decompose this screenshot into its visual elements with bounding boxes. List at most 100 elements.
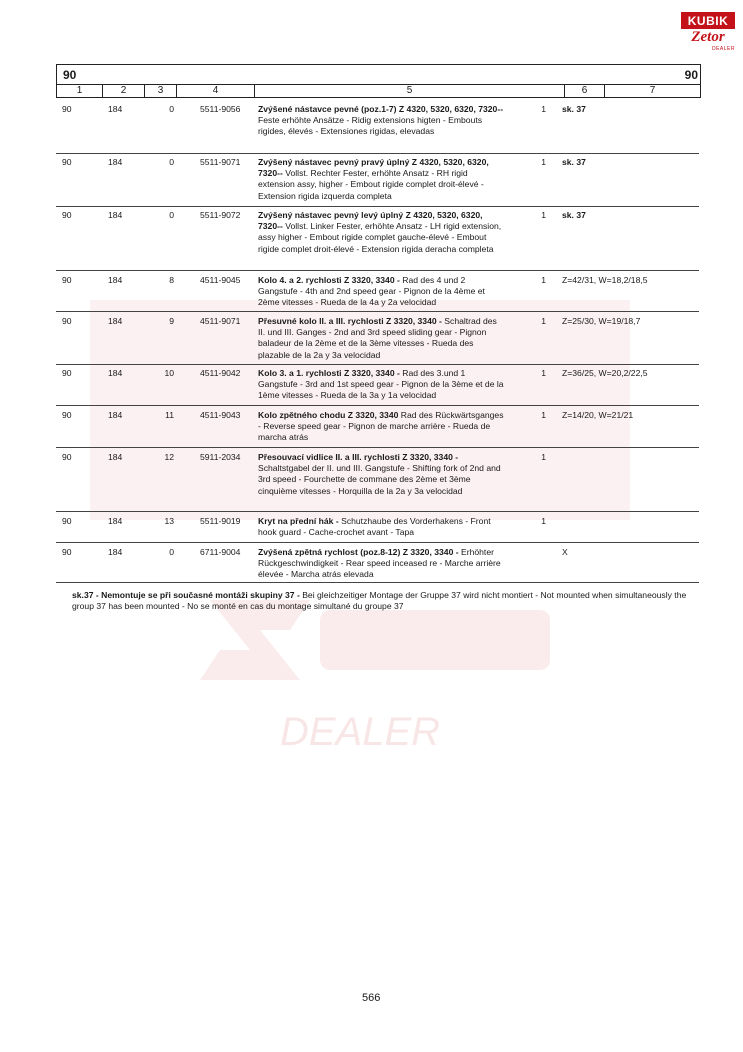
page-number: 566 — [362, 992, 381, 1004]
cell-group: 90 — [62, 157, 72, 167]
footnote-text: Bei gleichzeitiger Montage der Gruppe 37… — [72, 590, 687, 611]
cell-group: 90 — [62, 368, 72, 378]
column-header-3: 3 — [145, 85, 177, 97]
cell-description: Zvýšený nástavec pevný levý úplný Z 4320… — [258, 210, 506, 255]
group-number-left: 90 — [63, 68, 77, 82]
row-divider — [56, 542, 699, 543]
row-divider — [56, 270, 699, 271]
column-header-5: 5 — [255, 85, 565, 97]
cell-note: Z=25/30, W=19/18,7 — [562, 316, 641, 326]
cell-description: Kolo zpětného chodu Z 3320, 3340 Rad des… — [258, 410, 506, 444]
cell-quantity: 1 — [541, 275, 546, 285]
logo-dealer-text: DEALER — [711, 46, 735, 52]
group-header: 90 90 — [56, 64, 701, 85]
cell-part-number: 5911-2034 — [200, 452, 241, 462]
cell-quantity: 1 — [541, 410, 546, 420]
cell-note: sk. 37 — [562, 104, 586, 114]
row-divider — [56, 364, 699, 365]
table-bottom-rule — [56, 582, 699, 583]
cell-position: 13 — [164, 516, 174, 526]
cell-note: Z=36/25, W=20,2/22,5 — [562, 368, 648, 378]
column-header-4: 4 — [177, 85, 255, 97]
description-title: Přesouvací vidlice II. a III. rychlosti … — [258, 452, 459, 462]
cell-quantity: 1 — [541, 368, 546, 378]
group-number-right: 90 — [684, 68, 698, 82]
cell-group: 90 — [62, 516, 72, 526]
cell-part-number: 4511-9071 — [200, 316, 241, 326]
row-divider — [56, 405, 699, 406]
cell-note: Z=42/31, W=18,2/18,5 — [562, 275, 648, 285]
cell-group: 90 — [62, 410, 72, 420]
row-divider — [56, 153, 699, 154]
cell-part-number: 5511-9071 — [200, 157, 241, 167]
cell-table: 184 — [108, 368, 123, 378]
cell-position: 12 — [164, 452, 174, 462]
description-text: Schaltstgabel der II. und III. Gangstufe… — [258, 463, 501, 496]
cell-table: 184 — [108, 275, 123, 285]
description-text: Vollst. Linker Fester, erhöhte Ansatz - … — [258, 221, 502, 254]
cell-description: Zvýšená zpětná rychlost (poz.8-12) Z 332… — [258, 547, 506, 581]
cell-group: 90 — [62, 275, 72, 285]
cell-position: 0 — [169, 104, 174, 114]
cell-table: 184 — [108, 157, 123, 167]
cell-table: 184 — [108, 516, 123, 526]
cell-part-number: 5511-9019 — [200, 516, 241, 526]
cell-part-number: 4511-9043 — [200, 410, 241, 420]
column-header-1: 1 — [57, 85, 103, 97]
logo-kubik-text: KUBIK — [681, 12, 735, 29]
cell-description: Kryt na přední hák - Schutzhaube des Vor… — [258, 516, 506, 538]
cell-group: 90 — [62, 452, 72, 462]
cell-position: 9 — [169, 316, 174, 326]
cell-position: 0 — [169, 547, 174, 557]
cell-table: 184 — [108, 316, 123, 326]
column-header-row: 1 2 3 4 5 6 7 — [56, 84, 701, 98]
cell-description: Zvýšený nástavec pevný pravý úplný Z 432… — [258, 157, 506, 202]
cell-group: 90 — [62, 210, 72, 220]
cell-description: Přesuvné kolo II. a III. rychlosti Z 332… — [258, 316, 506, 361]
row-divider — [56, 511, 699, 512]
cell-description: Přesouvací vidlice II. a III. rychlosti … — [258, 452, 506, 497]
row-divider — [56, 447, 699, 448]
cell-group: 90 — [62, 547, 72, 557]
cell-quantity: 1 — [541, 210, 546, 220]
cell-note: sk. 37 — [562, 157, 586, 167]
cell-part-number: 6711-9004 — [200, 547, 241, 557]
cell-part-number: 4511-9045 — [200, 275, 241, 285]
logo-zetor-text: Zetor — [691, 29, 725, 45]
description-title: Zvýšený nástavec pevný levý úplný Z 4320… — [258, 210, 483, 232]
cell-table: 184 — [108, 547, 123, 557]
cell-quantity: 1 — [541, 516, 546, 526]
description-title: Zvýšená zpětná rychlost (poz.8-12) Z 332… — [258, 547, 459, 557]
row-divider — [56, 311, 699, 312]
column-header-6: 6 — [565, 85, 605, 97]
cell-note: Z=14/20, W=21/21 — [562, 410, 634, 420]
cell-group: 90 — [62, 104, 72, 114]
description-text: Rad des 3.und 1 Gangstufe - 3rd and 1st … — [258, 368, 504, 401]
description-text: Rad des 4 und 2 Gangstufe - 4th and 2nd … — [258, 275, 485, 308]
description-text: Schaltrad des II. und III. Ganges - 2nd … — [258, 316, 497, 360]
cell-quantity: 1 — [541, 104, 546, 114]
footnote-label: sk.37 - Nemontuje se při současné montáž… — [72, 590, 300, 600]
cell-table: 184 — [108, 104, 123, 114]
description-text: Erhöhter Rückgeschwindigkeit - Rear spee… — [258, 547, 501, 580]
watermark-dealer-text: DEALER — [280, 710, 440, 754]
cell-part-number: 4511-9042 — [200, 368, 241, 378]
description-title: Kolo zpětného chodu Z 3320, 3340 — [258, 410, 399, 420]
description-text: Rad des Rückwärtsganges - Reverse speed … — [258, 410, 504, 443]
footnote: sk.37 - Nemontuje se při současné montáž… — [72, 590, 692, 612]
column-header-7: 7 — [649, 85, 656, 96]
description-text: Vollst. Rechter Fester, erhöhte Ansatz -… — [258, 168, 484, 201]
cell-note: sk. 37 — [562, 210, 586, 220]
cell-position: 10 — [164, 368, 174, 378]
cell-table: 184 — [108, 452, 123, 462]
cell-quantity: 1 — [541, 157, 546, 167]
cell-position: 0 — [169, 157, 174, 167]
cell-quantity: 1 — [541, 316, 546, 326]
description-title: Kryt na přední hák - — [258, 516, 339, 526]
cell-position: 11 — [165, 410, 174, 420]
cell-description: Kolo 4. a 2. rychlosti Z 3320, 3340 - Ra… — [258, 275, 506, 309]
cell-table: 184 — [108, 210, 123, 220]
cell-part-number: 5511-9056 — [200, 104, 241, 114]
row-divider — [56, 206, 699, 207]
cell-position: 8 — [169, 275, 174, 285]
